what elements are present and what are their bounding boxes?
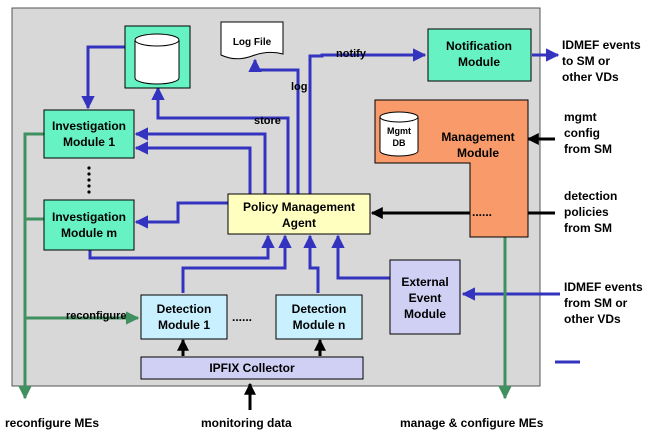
idmef-in-label-1: IDMEF events [564, 280, 643, 294]
detection-policies-label-2: policies [564, 205, 609, 219]
management-label-2: Module [457, 146, 499, 160]
database-icon [124, 25, 191, 89]
agent-to-investigationm-arrow [134, 201, 228, 229]
detection-policies-label-1: detection [564, 189, 617, 203]
policy-agent-label-1: Policy Management [243, 200, 355, 214]
investigationm-label-1: Investigation [52, 210, 126, 224]
agent-to-investigation1-arrow [134, 127, 267, 194]
external-label-1: External [401, 275, 448, 289]
mgmt-config-label-3: from SM [564, 142, 612, 156]
ipfix-label: IPFIX Collector [209, 361, 295, 375]
mgmt-db-label-2: DB [393, 138, 406, 148]
reconfigure-mes-arrow [18, 132, 44, 400]
log-file-label: Log File [233, 37, 272, 48]
investigation1-label-2: Module 1 [63, 135, 115, 149]
idmef-out-label-2: to SM or [562, 54, 610, 68]
log-label: log [291, 81, 308, 93]
horizontal-ellipsis: ...... [232, 310, 252, 324]
detection-policies-label-3: from SM [564, 221, 612, 235]
store-label: store [254, 115, 281, 127]
notification-label-2: Module [458, 55, 500, 69]
investigation-module-m: Investigation Module m [43, 199, 135, 251]
idmef-in-label-2: from SM or [564, 296, 628, 310]
reconfigure-label: reconfigure [66, 310, 127, 322]
idmef-in-label-3: other VDs [564, 312, 621, 326]
policy-agent-label-2: Agent [282, 216, 316, 230]
monitoring-data-label: monitoring data [201, 416, 292, 430]
log-arrow [248, 58, 300, 194]
investigation-module-1: Investigation Module 1 [43, 109, 135, 159]
detection-module-n: Detection Module n [275, 294, 363, 340]
notify-label: notify [336, 48, 367, 60]
notification-label-1: Notification [446, 39, 512, 53]
mgmt-config-label-2: config [564, 126, 600, 140]
db-to-investigation-arrow [81, 45, 125, 110]
mgmt-db-label-1: Mgmt [387, 126, 411, 136]
store-arrow [151, 86, 290, 194]
mgmt-db-icon: Mgmt DB [379, 111, 419, 157]
notification-module: Notification Module [427, 28, 532, 82]
idmef-out-label-1: IDMEF events [562, 38, 641, 52]
detection1-label-2: Module 1 [158, 318, 210, 332]
investigationm-label-2: Module m [61, 226, 117, 240]
notify-arrow [308, 48, 427, 194]
blue-arrows [81, 45, 560, 301]
detection1-to-agent-arrow [181, 234, 292, 293]
detectionn-label-1: Detection [292, 302, 347, 316]
investigationm-to-agent-arrow [88, 234, 275, 260]
detectionn-label-2: Module n [293, 318, 346, 332]
policy-gap-ellipsis: ...... [472, 205, 492, 219]
log-file-node: Log File [220, 21, 284, 60]
investigation1-label-1: Investigation [52, 119, 126, 133]
vertical-ellipsis [87, 166, 91, 194]
external-event-module: External Event Module [389, 259, 461, 335]
ipfix-collector: IPFIX Collector [140, 356, 364, 380]
reconfigure-mes-label: reconfigure MEs [5, 416, 99, 430]
detection-module-1: Detection Module 1 [140, 294, 228, 340]
mgmt-config-label-1: mgmt [564, 110, 597, 124]
manage-configure-mes-label: manage & configure MEs [400, 416, 544, 430]
policy-management-agent: Policy Management Agent [227, 193, 371, 235]
detectionn-to-agent-arrow [303, 234, 320, 293]
idmef-out-label-3: other VDs [562, 70, 619, 84]
management-label-1: Management [441, 130, 514, 144]
green-arrows [18, 132, 512, 400]
detection1-label-1: Detection [157, 302, 212, 316]
external-to-agent-arrow [331, 234, 390, 280]
black-arrows [177, 133, 555, 410]
external-label-3: Module [404, 307, 446, 321]
agent-to-investigation1-arrow-2 [134, 141, 252, 194]
external-label-2: Event [409, 291, 442, 305]
